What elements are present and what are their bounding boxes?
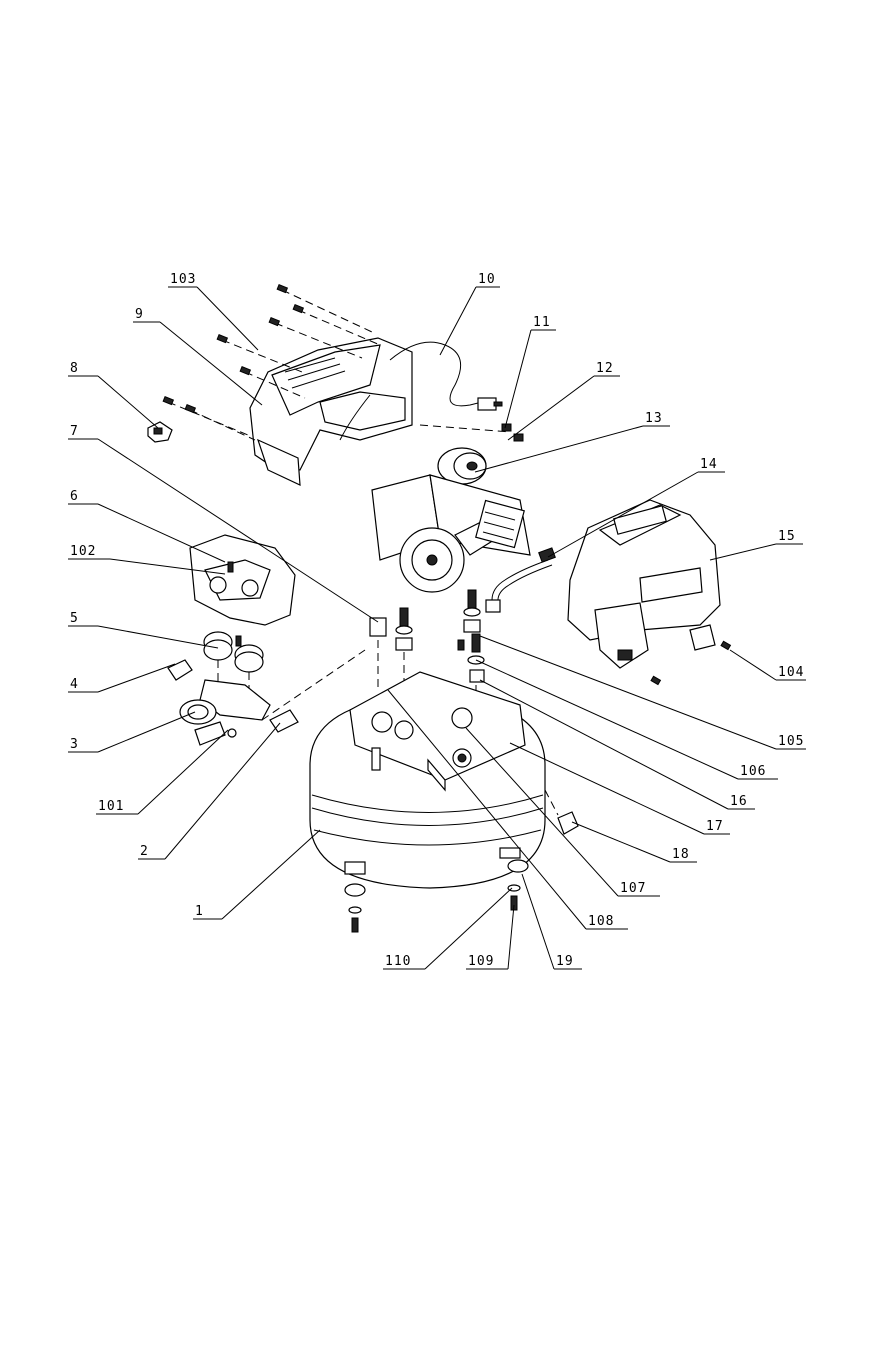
callout-label-5: 5 — [70, 611, 79, 626]
part-6-handle-housing — [190, 535, 295, 625]
callout-103: 103 — [168, 272, 258, 350]
callout-leader — [160, 322, 262, 405]
part-15-cover — [568, 500, 720, 668]
callout-leader — [522, 874, 554, 969]
callout-label-16: 16 — [730, 794, 748, 809]
part-8-latch — [148, 422, 172, 442]
callout-label-13: 13 — [645, 411, 663, 426]
callout-leader — [572, 822, 670, 862]
callout-leader — [98, 504, 225, 562]
callout-label-6: 6 — [70, 489, 79, 504]
callout-label-9: 9 — [135, 307, 144, 322]
callout-leader — [98, 664, 175, 692]
callout-label-15: 15 — [778, 529, 796, 544]
callout-104: 104 — [730, 650, 806, 680]
callout-label-4: 4 — [70, 677, 79, 692]
part-7-switch — [370, 618, 386, 690]
callout-5: 5 — [68, 611, 218, 648]
callout-leader — [98, 376, 158, 428]
callout-leader — [138, 730, 228, 814]
callout-8: 8 — [68, 361, 158, 428]
callout-label-106: 106 — [740, 764, 766, 779]
callout-15: 15 — [710, 529, 803, 560]
callout-label-7: 7 — [70, 424, 79, 439]
callout-label-108: 108 — [588, 914, 614, 929]
callout-leader — [730, 650, 776, 680]
part-14-hose — [486, 548, 555, 612]
callout-label-103: 103 — [170, 272, 196, 287]
callout-leader — [710, 544, 776, 560]
callout-1: 1 — [193, 830, 320, 919]
callout-label-18: 18 — [672, 847, 690, 862]
callout-label-14: 14 — [700, 457, 718, 472]
callout-4: 4 — [68, 664, 175, 692]
callout-label-101: 101 — [98, 799, 124, 814]
callout-label-11: 11 — [533, 315, 551, 330]
callout-18: 18 — [572, 822, 697, 862]
callout-leader — [475, 426, 643, 472]
callout-label-2: 2 — [140, 844, 149, 859]
callout-leader — [508, 376, 594, 440]
callout-12: 12 — [508, 361, 620, 440]
callout-label-109: 109 — [468, 954, 494, 969]
callout-label-102: 102 — [70, 544, 96, 559]
callout-label-104: 104 — [778, 665, 804, 680]
callout-label-110: 110 — [385, 954, 411, 969]
callout-label-8: 8 — [70, 361, 79, 376]
callout-leader — [98, 626, 218, 648]
part-9-shroud — [250, 338, 412, 485]
callout-label-107: 107 — [620, 881, 646, 896]
callout-leader — [508, 905, 514, 969]
callout-13: 13 — [475, 411, 670, 472]
callout-label-105: 105 — [778, 734, 804, 749]
callout-2: 2 — [138, 723, 280, 859]
callout-leader — [222, 830, 320, 919]
callout-leader — [440, 287, 476, 355]
callout-label-3: 3 — [70, 737, 79, 752]
callout-label-19: 19 — [556, 954, 574, 969]
manifold-assembly — [168, 660, 298, 745]
callout-leader — [98, 712, 195, 752]
callout-label-17: 17 — [706, 819, 724, 834]
part-11-12-screws — [420, 424, 523, 441]
callout-11: 11 — [505, 315, 556, 428]
part-104-screws — [651, 641, 730, 684]
callout-label-1: 1 — [195, 904, 204, 919]
callout-3: 3 — [68, 712, 195, 752]
callout-109: 109 — [466, 905, 514, 969]
callout-label-12: 12 — [596, 361, 614, 376]
callout-leader — [505, 330, 531, 428]
callout-leader — [165, 723, 280, 859]
part-18-drain-valve — [545, 790, 578, 834]
callout-label-10: 10 — [478, 272, 496, 287]
callout-9: 9 — [133, 307, 262, 405]
callout-leader — [197, 287, 258, 350]
callout-10: 10 — [440, 272, 500, 355]
motor-pump-assembly — [372, 475, 530, 592]
callout-101: 101 — [96, 730, 228, 814]
